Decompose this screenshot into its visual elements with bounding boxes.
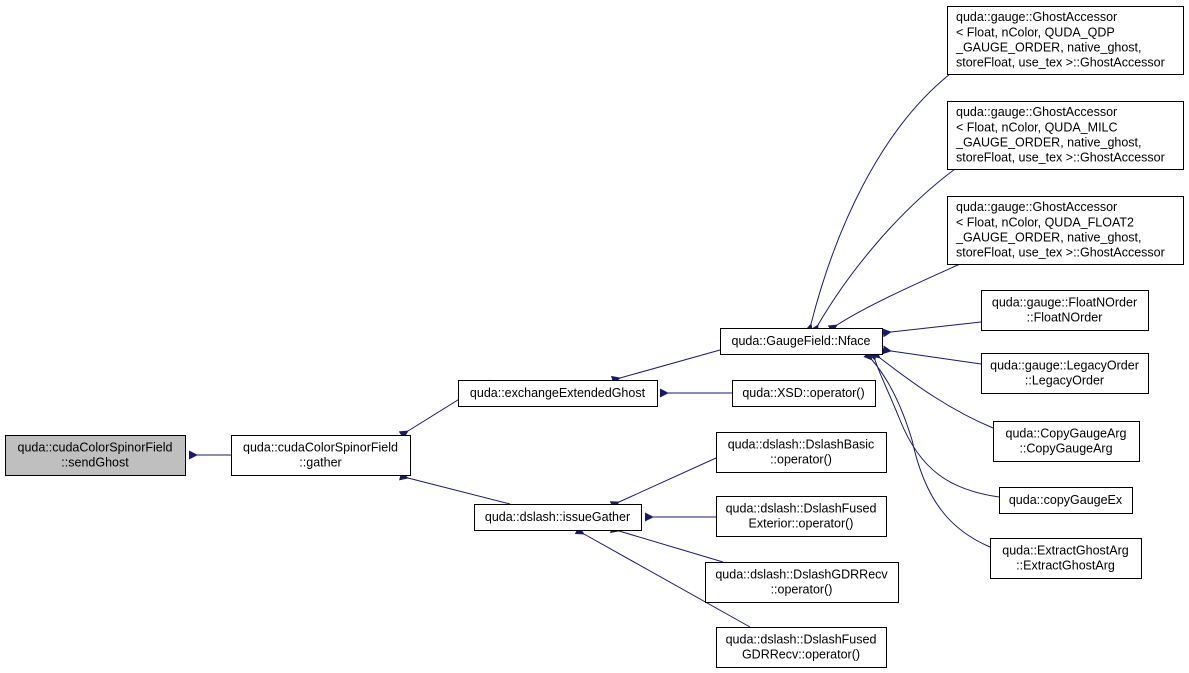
node-label-line: quda::gauge::GhostAccessor xyxy=(956,105,1117,119)
node-box xyxy=(999,487,1133,514)
node-label-line: quda::ExtractGhostArg xyxy=(1002,543,1129,557)
node-label-line: quda::cudaColorSpinorField xyxy=(18,440,173,454)
node-copyGaugeArg[interactable]: quda::CopyGaugeArg::CopyGaugeArg xyxy=(993,421,1140,462)
edge-nface-to-exchangeExtendedGhost xyxy=(610,349,721,385)
node-label-line: storeFloat, use_tex >::GhostAccessor xyxy=(956,246,1165,260)
node-label-line: ::LegacyOrder xyxy=(1025,374,1104,388)
node-dslashBasic[interactable]: quda::dslash::DslashBasic::operator() xyxy=(716,432,887,473)
node-issueGather[interactable]: quda::dslash::issueGather xyxy=(474,504,642,531)
node-label-line: GDRRecv::operator() xyxy=(742,648,860,662)
node-label-line: ::gather xyxy=(299,456,341,470)
node-dslashFusedGDRRecv[interactable]: quda::dslash::DslashFusedGDRRecv::operat… xyxy=(716,627,887,668)
node-box xyxy=(981,290,1149,331)
node-box xyxy=(947,6,1184,75)
node-gather[interactable]: quda::cudaColorSpinorField::gather xyxy=(231,435,411,476)
node-sendGhost[interactable]: quda::cudaColorSpinorField::sendGhost xyxy=(5,435,186,476)
node-label-line: < Float, nColor, QUDA_QDP xyxy=(956,25,1115,39)
node-dslashGDRRecv[interactable]: quda::dslash::DslashGDRRecv::operator() xyxy=(705,562,899,603)
node-box xyxy=(231,435,411,476)
node-label-line: ::FloatNOrder xyxy=(1027,311,1103,325)
node-label-line: quda::gauge::LegacyOrder xyxy=(990,358,1139,372)
node-label-line: quda::gauge::GhostAccessor xyxy=(956,10,1117,24)
node-label-line: quda::dslash::DslashFused xyxy=(726,632,877,646)
node-label-line: Exterior::operator() xyxy=(749,517,854,531)
node-label-line: quda::dslash::DslashGDRRecv xyxy=(715,567,888,581)
node-extractGhostArg[interactable]: quda::ExtractGhostArg::ExtractGhostArg xyxy=(990,538,1142,579)
node-label-line: quda::GaugeField::Nface xyxy=(732,334,871,348)
node-box xyxy=(732,380,876,407)
edge-issueGather-to-gather xyxy=(399,471,511,505)
edge-copyGaugeEx-to-nface xyxy=(868,350,1000,498)
node-ghostFloat2[interactable]: quda::gauge::GhostAccessor< Float, nColo… xyxy=(947,196,1184,265)
node-floatNOrder[interactable]: quda::gauge::FloatNOrder::FloatNOrder xyxy=(981,290,1149,331)
node-label-line: quda::copyGaugeEx xyxy=(1009,493,1123,507)
node-label-line: < Float, nColor, QUDA_MILC xyxy=(956,120,1118,134)
node-label-line: ::operator() xyxy=(770,453,832,467)
node-label-line: quda::dslash::DslashBasic xyxy=(728,437,875,451)
node-label-line: _GAUGE_ORDER, native_ghost, xyxy=(955,136,1142,150)
node-dslashFusedExterior[interactable]: quda::dslash::DslashFusedExterior::opera… xyxy=(716,496,887,537)
node-label-line: quda::gauge::GhostAccessor xyxy=(956,200,1117,214)
edge-extractGhostArg-to-nface xyxy=(863,350,991,548)
node-box xyxy=(947,196,1184,265)
node-ghostQdp[interactable]: quda::gauge::GhostAccessor< Float, nColo… xyxy=(947,6,1184,75)
node-ghostMilc[interactable]: quda::gauge::GhostAccessor< Float, nColo… xyxy=(947,101,1184,170)
node-box xyxy=(474,504,642,531)
node-label-line: storeFloat, use_tex >::GhostAccessor xyxy=(956,56,1165,70)
edge-ghostFloat2-to-nface xyxy=(827,263,961,334)
node-box xyxy=(947,101,1184,170)
node-xsd[interactable]: quda::XSD::operator() xyxy=(732,380,876,407)
node-box xyxy=(716,496,887,537)
node-nface[interactable]: quda::GaugeField::Nface xyxy=(720,328,883,355)
node-copyGaugeEx[interactable]: quda::copyGaugeEx xyxy=(999,487,1133,514)
node-box xyxy=(993,421,1140,462)
node-label-line: quda::cudaColorSpinorField xyxy=(243,440,398,454)
node-exchangeExtendedGhost[interactable]: quda::exchangeExtendedGhost xyxy=(458,380,658,407)
node-box xyxy=(716,432,887,473)
edge-dslashBasic-to-issueGather xyxy=(609,457,717,510)
node-label-line: quda::CopyGaugeArg xyxy=(1006,426,1127,440)
node-label-line: quda::exchangeExtendedGhost xyxy=(470,386,646,400)
edge-ghostMilc-to-nface xyxy=(810,168,956,335)
edge-floatNOrder-to-nface xyxy=(882,321,982,338)
node-label-line: storeFloat, use_tex >::GhostAccessor xyxy=(956,151,1165,165)
edge-legacyOrder-to-nface xyxy=(882,345,982,365)
node-label-line: ::CopyGaugeArg xyxy=(1019,442,1112,456)
node-label-line: quda::gauge::FloatNOrder xyxy=(992,295,1137,309)
node-box xyxy=(458,380,658,407)
node-label-line: _GAUGE_ORDER, native_ghost, xyxy=(955,231,1142,245)
edge-dslashGDRRecv-to-issueGather xyxy=(609,524,724,563)
node-box xyxy=(981,353,1149,394)
node-label-line: _GAUGE_ORDER, native_ghost, xyxy=(955,41,1142,55)
edge-dslashFusedGDRRecv-to-issueGather xyxy=(574,526,751,628)
node-box xyxy=(705,562,899,603)
edge-copyGaugeArg-to-nface xyxy=(870,349,994,429)
node-label-line: quda::dslash::issueGather xyxy=(485,510,630,524)
node-box xyxy=(720,328,883,355)
node-label-line: ::ExtractGhostArg xyxy=(1016,559,1115,573)
node-label-line: ::sendGhost xyxy=(61,456,129,470)
node-label-line: < Float, nColor, QUDA_FLOAT2 xyxy=(956,215,1134,229)
node-legacyOrder[interactable]: quda::gauge::LegacyOrder::LegacyOrder xyxy=(981,353,1149,394)
node-box xyxy=(990,538,1142,579)
node-box xyxy=(716,627,887,668)
node-box xyxy=(5,435,186,476)
node-label-line: ::operator() xyxy=(771,583,833,597)
edge-ghostQdp-to-nface xyxy=(804,73,951,333)
node-label-line: quda::XSD::operator() xyxy=(742,386,864,400)
node-label-line: quda::dslash::DslashFused xyxy=(726,501,877,515)
